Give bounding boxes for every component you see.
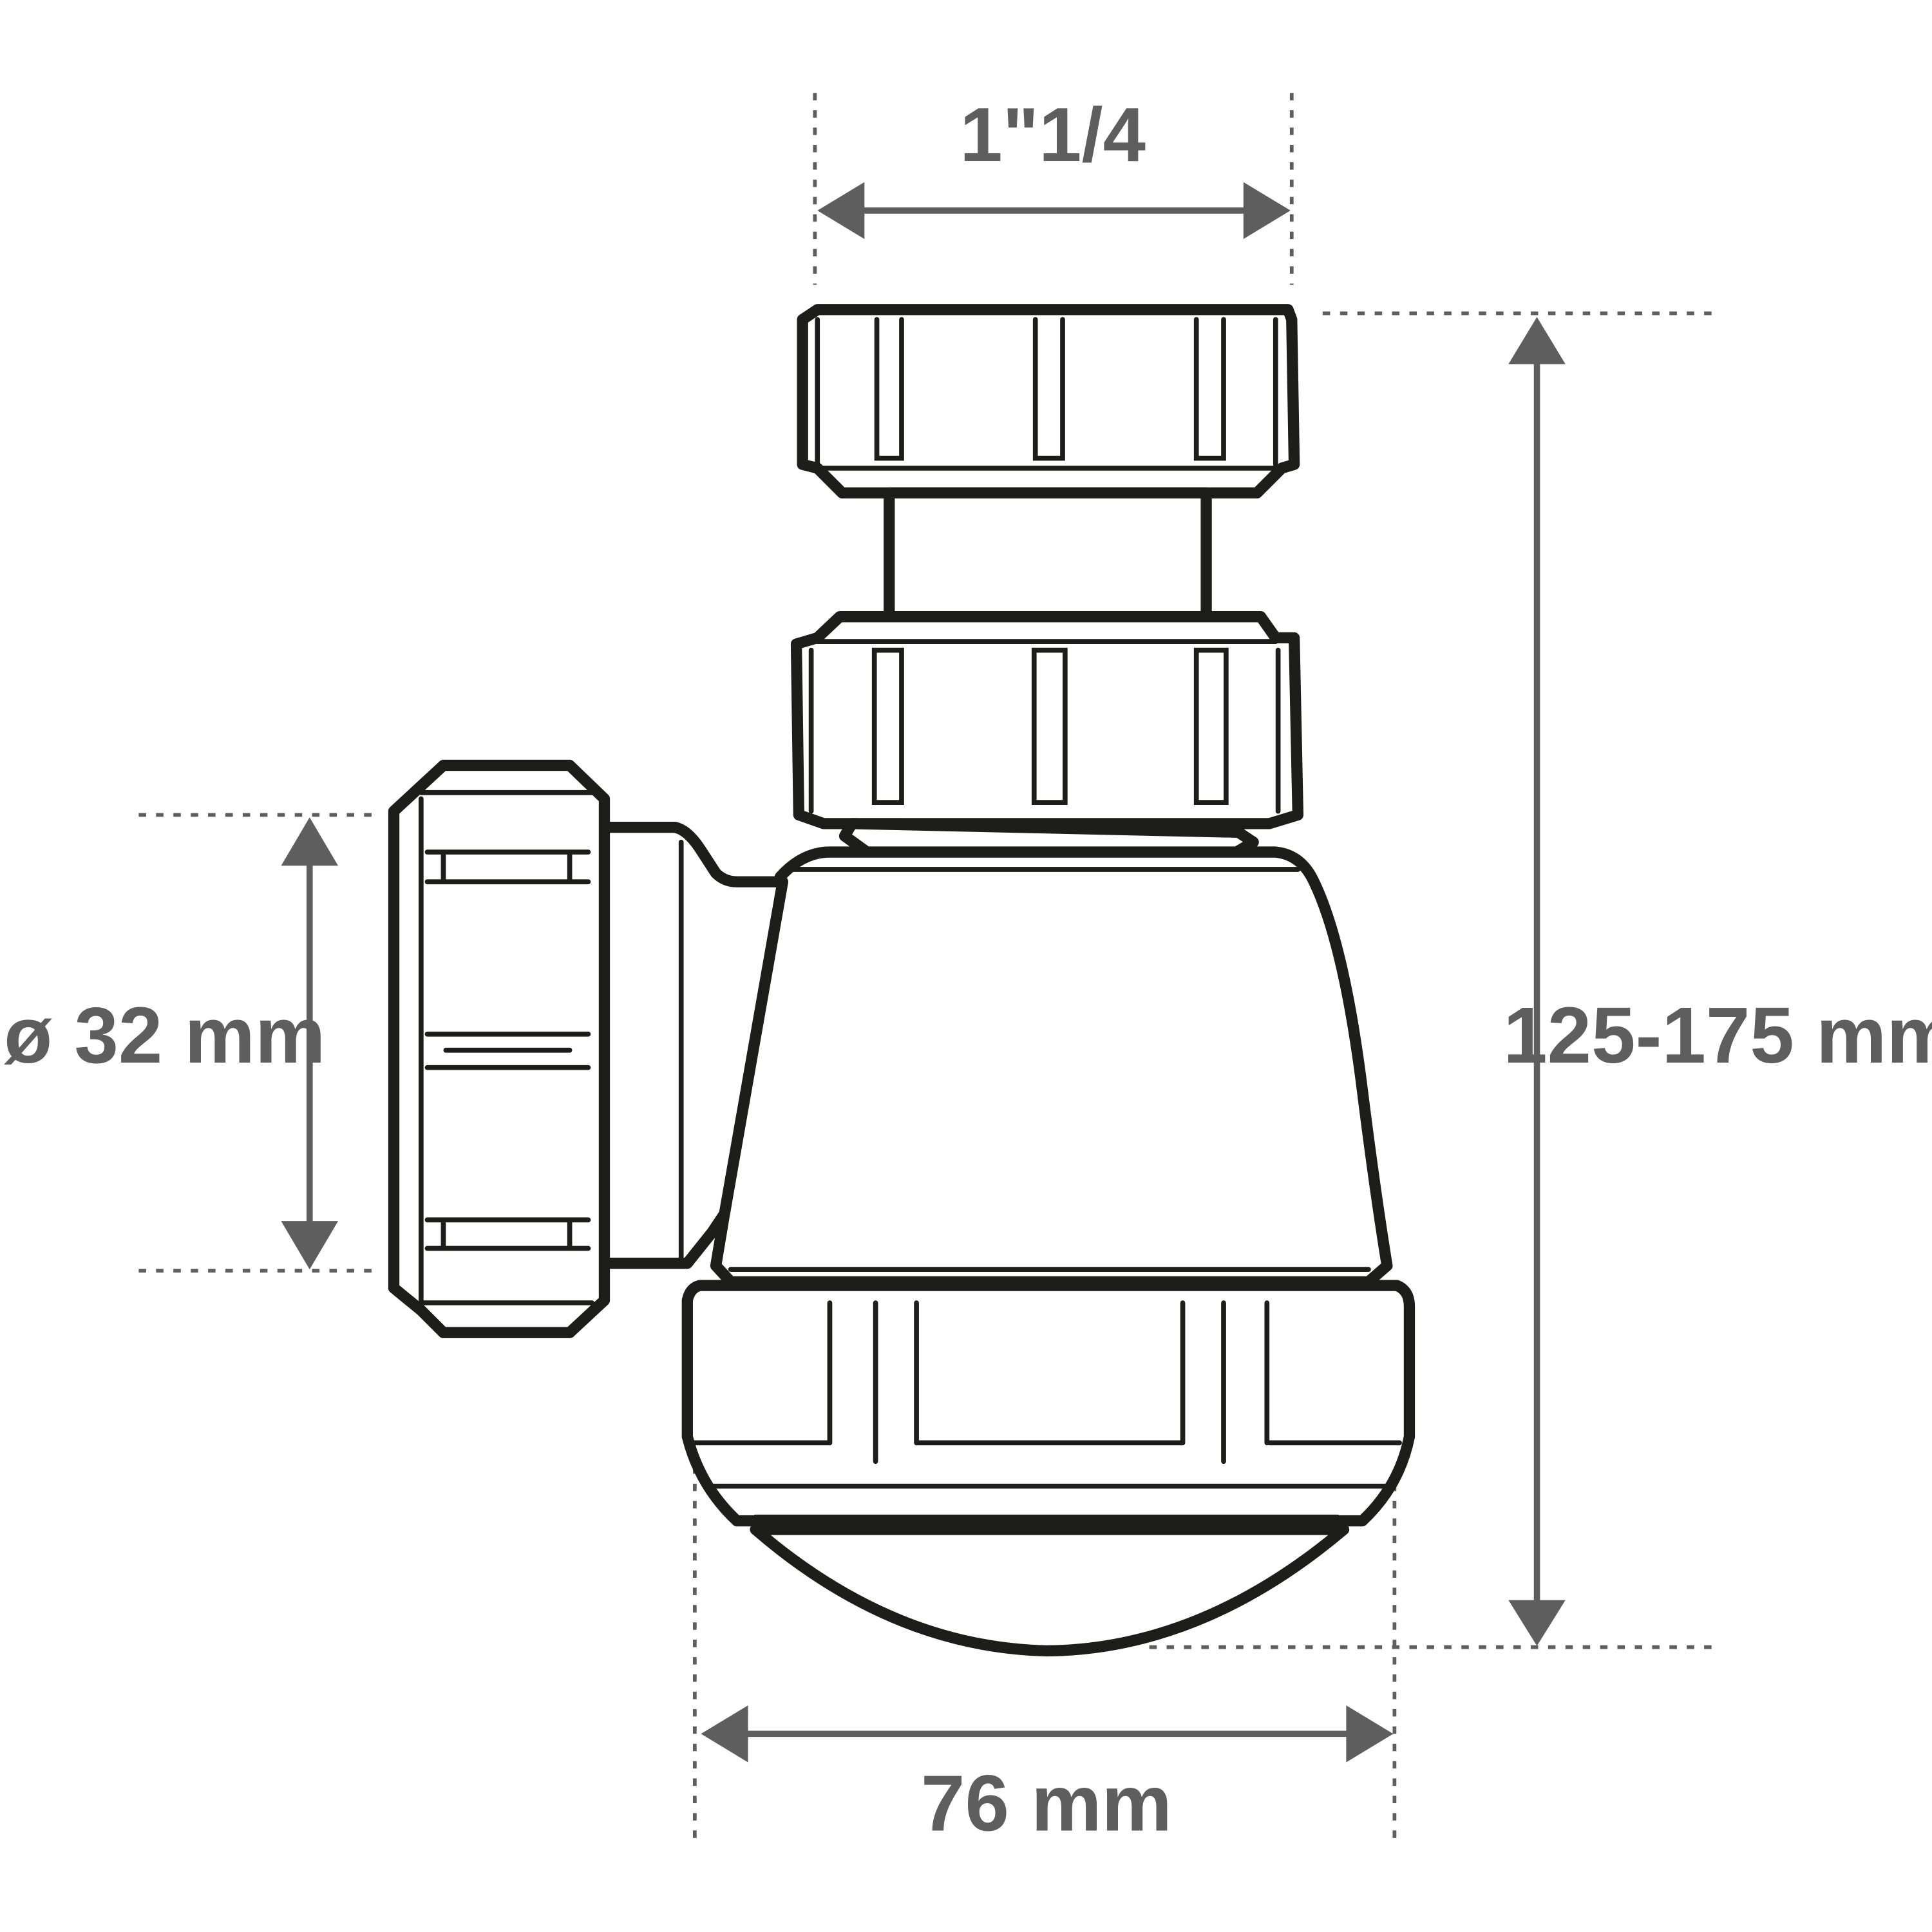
arrow-left-icon (817, 182, 865, 240)
stem-pipe (884, 487, 1212, 623)
width-dimension: 76 mm (701, 1705, 1394, 1848)
diameter-dimension: ø 32 mm (4, 817, 338, 1270)
bottom-cap (681, 1280, 1416, 1527)
arrow-right-icon (1346, 1705, 1394, 1763)
arrow-up-icon (281, 817, 338, 866)
height-dimension: 125-175 mm (1503, 317, 1932, 1646)
top-nut (797, 304, 1300, 499)
arrow-down-icon (281, 1221, 338, 1270)
arrow-down-icon (1508, 1600, 1566, 1646)
width-label: 76 mm (921, 1759, 1172, 1848)
middle-nut (790, 611, 1304, 829)
diameter-label: ø 32 mm (4, 992, 325, 1080)
top-dimension: 1"1/4 (817, 92, 1291, 240)
height-range-label: 125-175 mm (1503, 992, 1932, 1080)
arrow-right-icon (1243, 182, 1291, 240)
extension-lines (138, 93, 1716, 1846)
top-thread-label: 1"1/4 (960, 92, 1146, 178)
side-outlet-pipe (595, 821, 789, 1269)
bottle-trap (388, 304, 1416, 1657)
trap-body (710, 846, 1393, 1288)
arrow-up-icon (1508, 317, 1566, 365)
arrow-left-icon (701, 1705, 748, 1763)
bottom-dome (750, 1524, 1350, 1657)
